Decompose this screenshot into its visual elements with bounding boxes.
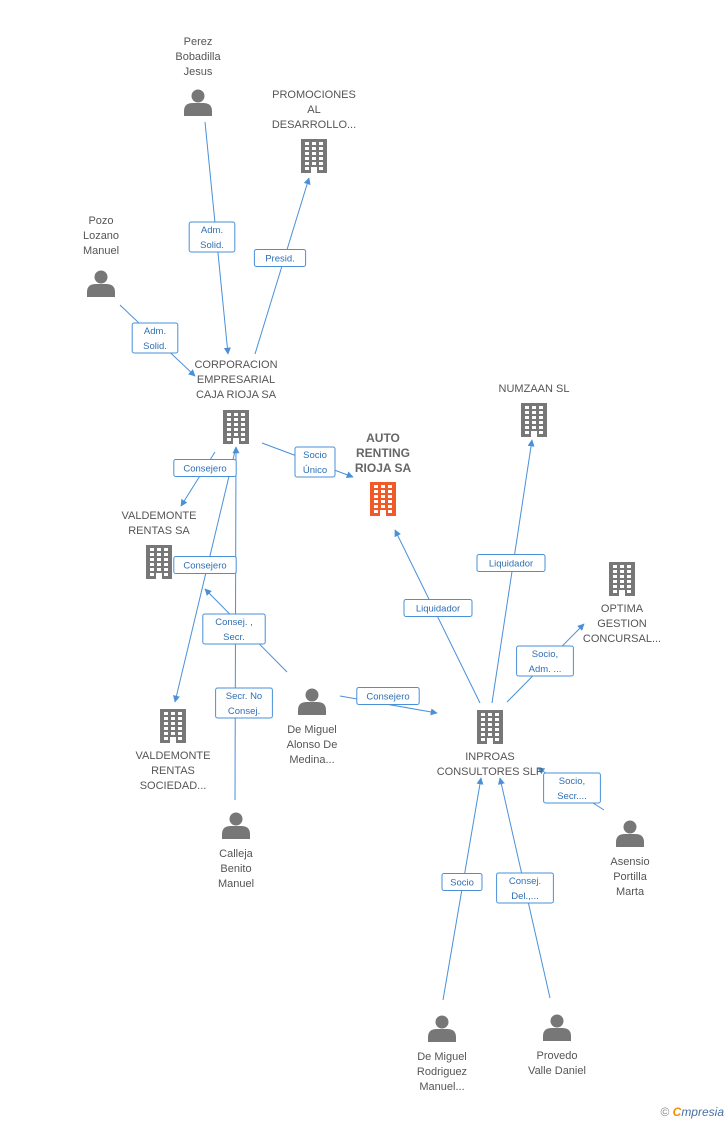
building-icon-valdemonte_soc[interactable] — [160, 709, 186, 743]
node-label-promociones-line-1[interactable]: AL — [307, 104, 320, 116]
edge-label-box-e13[interactable] — [543, 772, 601, 804]
edge-label-e12-line-1: Adm. ... — [529, 664, 562, 675]
edge-label-e13-line-1: Secr.... — [557, 791, 587, 802]
node-label-promociones-line-2[interactable]: DESARROLLO... — [272, 119, 356, 131]
node-label-asensio-line-1[interactable]: Portilla — [613, 871, 648, 883]
node-label-valdemonte_soc-line-1[interactable]: RENTAS — [151, 765, 195, 777]
edge-label-box-e2[interactable] — [253, 249, 307, 267]
edge-label-e3-line-1: Solid. — [143, 341, 167, 352]
edge-line-e6 — [173, 446, 237, 703]
node-label-auto-line-0[interactable]: AUTO — [366, 431, 400, 445]
node-label-numzaan-line-0[interactable]: NUMZAAN SL — [499, 383, 570, 395]
brand-name: mpresia — [681, 1105, 724, 1119]
edge-label-e3-line-0: Adm. — [144, 326, 166, 337]
building-icon-numzaan[interactable] — [521, 403, 547, 437]
building-icon-corporacion[interactable] — [223, 410, 249, 444]
edge-label-box-e3[interactable] — [131, 322, 179, 354]
edge-label-e4-line-0: Socio — [303, 450, 327, 461]
edge-label-box-e10[interactable] — [403, 599, 473, 617]
node-label-corporacion-line-1[interactable]: EMPRESARIAL — [197, 374, 275, 386]
node-label-auto-line-2[interactable]: RIOJA SA — [355, 461, 412, 475]
node-label-calleja-line-1[interactable]: Benito — [220, 863, 251, 875]
node-label-demiguel_rodriguez-line-0[interactable]: De Miguel — [417, 1051, 467, 1063]
person-icon-demiguel_rodriguez[interactable] — [428, 1015, 456, 1043]
node-label-valdemonte-line-0[interactable]: VALDEMONTE — [122, 510, 197, 522]
edge-label-e13-line-0: Socio, — [559, 776, 585, 787]
node-label-perez-line-2[interactable]: Jesus — [184, 66, 213, 78]
edge-label-box-e4[interactable] — [294, 446, 336, 478]
person-icon-pozo[interactable] — [87, 270, 115, 298]
node-label-inproas-line-0[interactable]: INPROAS — [465, 751, 515, 763]
edge-label-e15-line-0: Consej. — [509, 876, 541, 887]
person-icon-calleja[interactable] — [222, 812, 250, 840]
node-label-demiguel_alonso-line-2[interactable]: Medina... — [289, 754, 334, 766]
edge-label-e4-line-1: Único — [303, 465, 327, 476]
edge-label-box-e1[interactable] — [188, 221, 236, 253]
edge-label-e1-line-0: Adm. — [201, 225, 223, 236]
node-label-provedo-line-1[interactable]: Valle Daniel — [528, 1065, 586, 1077]
node-label-optima-line-2[interactable]: CONCURSAL... — [583, 633, 661, 645]
node-label-pozo-line-2[interactable]: Manuel — [83, 245, 119, 257]
node-label-calleja-line-2[interactable]: Manuel — [218, 878, 254, 890]
node-label-perez-line-0[interactable]: Perez — [184, 36, 213, 48]
node-label-provedo-line-0[interactable]: Provedo — [537, 1050, 578, 1062]
edge-label-box-e6[interactable] — [173, 556, 237, 574]
node-label-demiguel_alonso-line-1[interactable]: Alonso De — [287, 739, 338, 751]
edge-label-e7-line-1: Secr. — [223, 632, 245, 643]
footer-brand: © Cmpresia — [660, 1105, 724, 1119]
edge-label-e6-line-0: Consejero — [183, 561, 226, 572]
edge-label-e9-line-0: Consejero — [366, 692, 409, 703]
node-label-demiguel_rodriguez-line-2[interactable]: Manuel... — [419, 1081, 464, 1093]
building-icon-valdemonte[interactable] — [146, 545, 172, 579]
building-icon-inproas[interactable] — [477, 710, 503, 744]
brand-logo-letter: C — [672, 1105, 682, 1119]
building-icon-optima[interactable] — [609, 562, 635, 596]
edge-label-box-e14[interactable] — [441, 873, 483, 891]
node-label-asensio-line-2[interactable]: Marta — [616, 886, 645, 898]
edge-label-box-e8[interactable] — [215, 687, 273, 719]
edge-label-box-e12[interactable] — [516, 645, 574, 677]
node-label-demiguel_rodriguez-line-1[interactable]: Rodriguez — [417, 1066, 467, 1078]
node-label-promociones-line-0[interactable]: PROMOCIONES — [272, 89, 356, 101]
node-label-asensio-line-0[interactable]: Asensio — [610, 856, 649, 868]
node-label-pozo-line-0[interactable]: Pozo — [88, 215, 113, 227]
person-icon-demiguel_alonso[interactable] — [298, 688, 326, 716]
node-label-valdemonte_soc-line-0[interactable]: VALDEMONTE — [136, 750, 211, 762]
building-icon-auto[interactable] — [370, 482, 396, 516]
node-label-perez-line-1[interactable]: Bobadilla — [175, 51, 221, 63]
building-icon-promociones[interactable] — [301, 139, 327, 173]
node-label-pozo-line-1[interactable]: Lozano — [83, 230, 119, 242]
edge-label-e14-line-0: Socio — [450, 878, 474, 889]
edge-label-e12-line-0: Socio, — [532, 649, 558, 660]
edge-label-box-e11[interactable] — [476, 554, 546, 572]
edge-label-e7-line-0: Consej. , — [215, 617, 253, 628]
edge-label-box-e9[interactable] — [356, 687, 420, 705]
edge-label-box-e15[interactable] — [496, 872, 554, 904]
node-label-valdemonte_soc-line-2[interactable]: SOCIEDAD... — [140, 780, 207, 792]
edge-label-box-e5[interactable] — [173, 459, 237, 477]
edge-label-e10-line-0: Liquidador — [416, 604, 460, 615]
person-icon-asensio[interactable] — [616, 820, 644, 848]
edge-label-e11-line-0: Liquidador — [489, 559, 533, 570]
node-label-inproas-line-1[interactable]: CONSULTORES SLP — [437, 766, 544, 778]
node-label-auto-line-1[interactable]: RENTING — [356, 446, 410, 460]
node-label-corporacion-line-0[interactable]: CORPORACION — [194, 359, 277, 371]
person-icon-provedo[interactable] — [543, 1014, 571, 1042]
edge-label-e1-line-1: Solid. — [200, 240, 224, 251]
node-label-valdemonte-line-1[interactable]: RENTAS SA — [128, 525, 190, 537]
node-label-optima-line-1[interactable]: GESTION — [597, 618, 647, 630]
edge-label-e5-line-0: Consejero — [183, 464, 226, 475]
node-label-optima-line-0[interactable]: OPTIMA — [601, 603, 644, 615]
edge-label-e8-line-0: Secr. No — [226, 691, 262, 702]
copyright-symbol: © — [660, 1105, 670, 1119]
edge-label-e15-line-1: Del.,... — [511, 891, 538, 902]
person-icon-perez[interactable] — [184, 89, 212, 117]
edge-label-box-e7[interactable] — [202, 613, 266, 645]
node-label-corporacion-line-2[interactable]: CAJA RIOJA SA — [196, 389, 277, 401]
edge-label-e8-line-1: Consej. — [228, 706, 260, 717]
node-label-demiguel_alonso-line-0[interactable]: De Miguel — [287, 724, 337, 736]
node-label-calleja-line-0[interactable]: Calleja — [219, 848, 254, 860]
edge-label-e2-line-0: Presid. — [265, 254, 295, 265]
